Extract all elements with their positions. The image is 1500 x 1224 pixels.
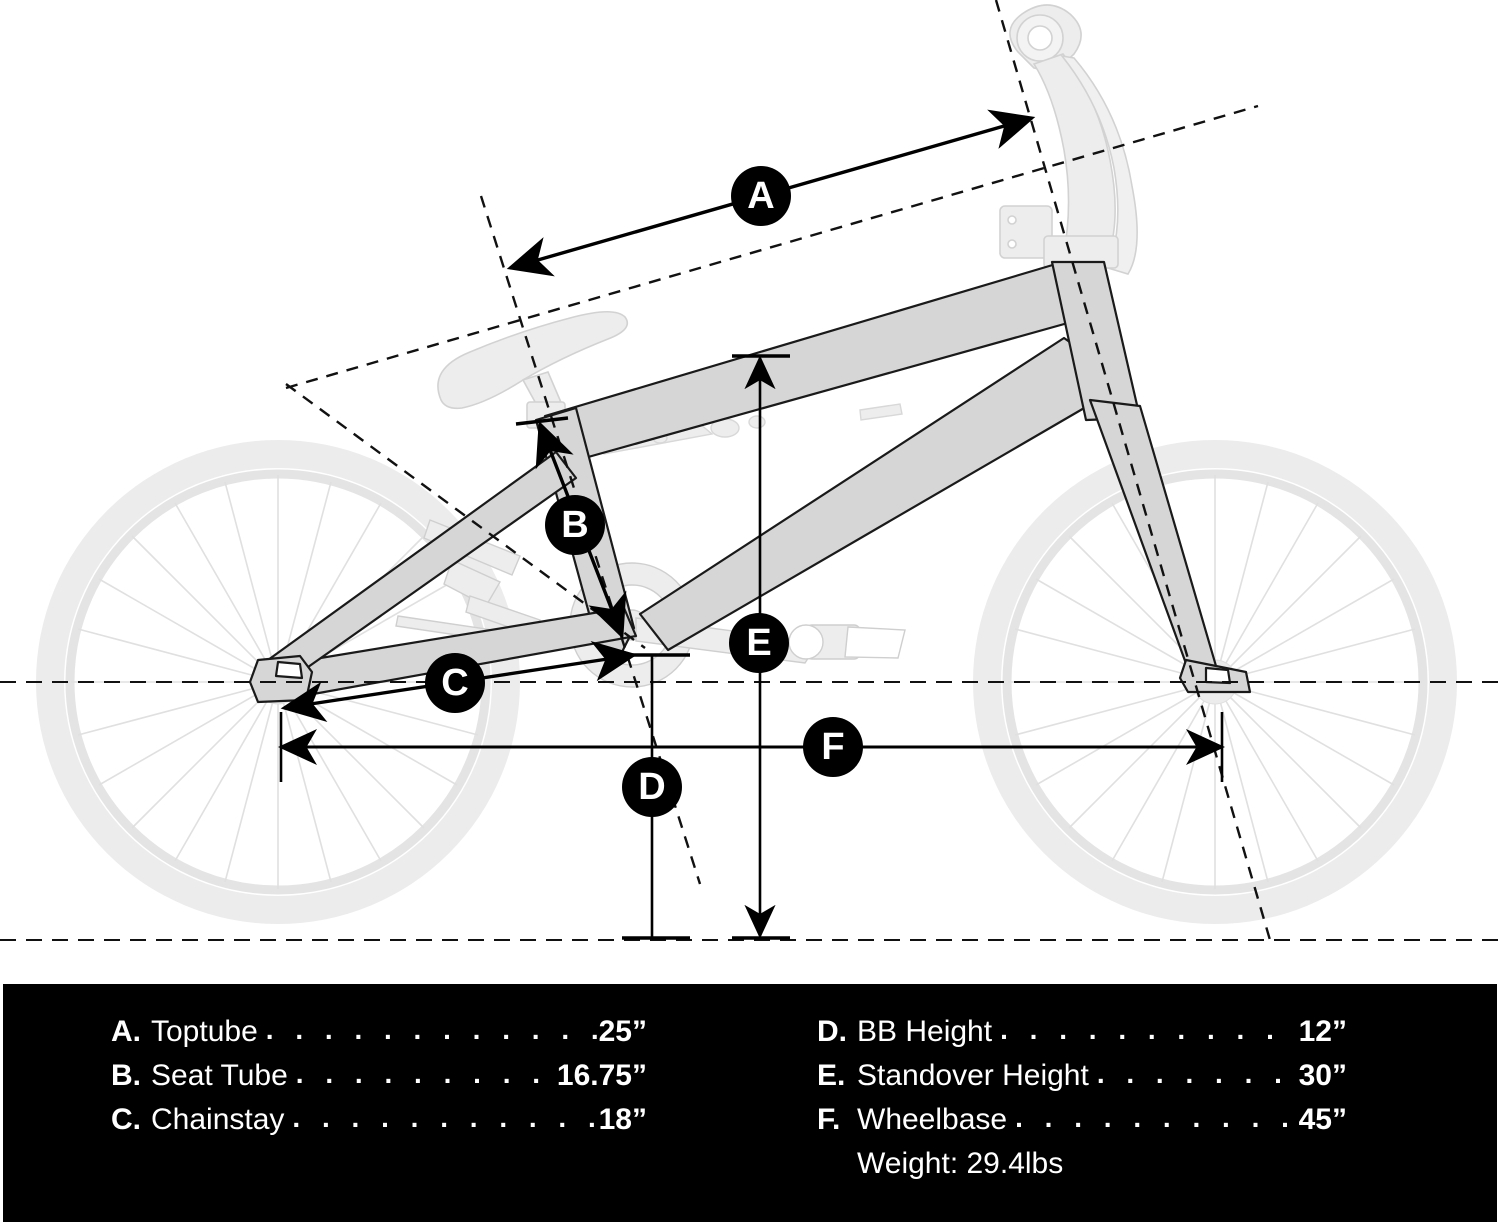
legend-label: Standover Height <box>857 1059 1089 1092</box>
marker-d: D <box>622 757 682 817</box>
marker-b: B <box>545 495 605 555</box>
legend-key: E. <box>817 1059 846 1092</box>
legend-value: 18” <box>598 1103 647 1136</box>
bike-diagram-canvas: A B C D E <box>0 0 1500 941</box>
marker-b-label: B <box>561 504 588 546</box>
legend-value: 30” <box>1298 1059 1347 1092</box>
legend-weight-note: Weight: 29.4lbs <box>857 1147 1064 1180</box>
marker-f-label: F <box>821 726 844 768</box>
spec-legend-panel: A. Toptube . . . . . . . . . . . . . . .… <box>3 984 1497 1222</box>
legend-label: Toptube <box>151 1015 258 1048</box>
legend-value: 12” <box>1298 1015 1347 1048</box>
marker-e-label: E <box>746 622 771 664</box>
legend-dot-leader: . . . . . . . . . . . . . . . . <box>1000 1014 1297 1045</box>
legend-row-wheelbase: F. Wheelbase . . . . . . . . . . . . . .… <box>817 1098 1347 1142</box>
legend-value: 25” <box>598 1015 647 1048</box>
legend-row-chainstay: C. Chainstay . . . . . . . . . . . . . .… <box>111 1098 647 1142</box>
marker-f: F <box>803 717 863 777</box>
legend-dot-leader: . . . . . . . . . . . . . . . . <box>292 1102 596 1133</box>
legend-label: Seat Tube <box>151 1059 288 1092</box>
legend-dot-leader: . . . . . . . . . . . . . . . . <box>295 1058 555 1089</box>
legend-key: D. <box>817 1015 847 1048</box>
legend-dot-leader: . . . . . . . . . . . . . . . . <box>265 1014 597 1045</box>
legend-label: Chainstay <box>151 1103 285 1136</box>
legend-label: Wheelbase <box>857 1103 1008 1136</box>
seat-tube-axis <box>285 383 646 649</box>
legend-value: 45” <box>1298 1103 1347 1136</box>
bike-geometry-svg: A B C D E <box>0 0 1500 941</box>
legend-row-bb-height: D. BB Height . . . . . . . . . . . . . .… <box>817 1010 1347 1054</box>
dimension-markers: A B C D E <box>425 166 863 817</box>
marker-a: A <box>731 166 791 226</box>
legend-row-seat-tube: B. Seat Tube . . . . . . . . . . . . . .… <box>111 1054 647 1098</box>
marker-a-label: A <box>747 175 774 217</box>
marker-d-label: D <box>638 766 665 808</box>
legend-label: BB Height <box>857 1015 993 1048</box>
head-tube-axis <box>994 0 1272 941</box>
legend-key: A. <box>111 1015 141 1048</box>
legend-dot-leader: . . . . . . . . . . . . <box>1096 1058 1297 1089</box>
legend-dot-leader: . . . . . . . . . . . . . . . <box>1015 1102 1297 1133</box>
legend-row-toptube: A. Toptube . . . . . . . . . . . . . . .… <box>111 1010 647 1054</box>
legend-value: 16.75” <box>556 1059 647 1092</box>
dimension-f <box>278 712 1225 782</box>
legend-key: B. <box>111 1059 141 1092</box>
handlebar-assembly <box>999 4 1138 275</box>
legend-key: F. <box>817 1103 841 1136</box>
legend-row-standover-height: E. Standover Height . . . . . . . . . . … <box>817 1054 1347 1098</box>
marker-e: E <box>729 613 789 673</box>
legend-key: C. <box>111 1103 141 1136</box>
marker-c-label: C <box>441 662 468 704</box>
legend-column-right: D. BB Height . . . . . . . . . . . . . .… <box>753 984 1497 1186</box>
marker-c: C <box>425 653 485 713</box>
legend-column-left: A. Toptube . . . . . . . . . . . . . . .… <box>3 984 753 1142</box>
